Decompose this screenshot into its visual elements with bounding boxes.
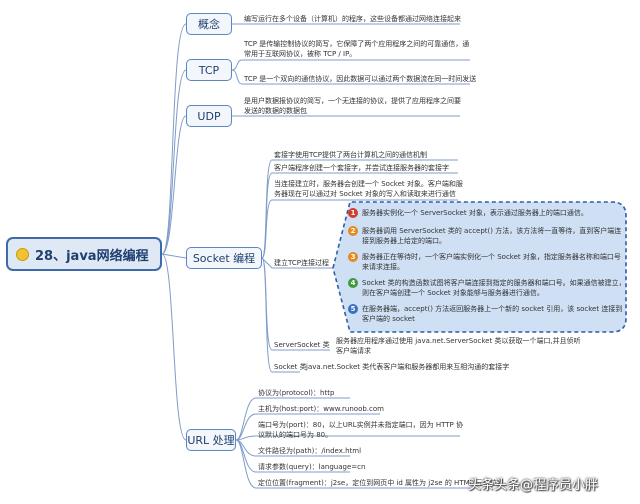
branch-url-label: URL 处理 xyxy=(187,434,235,447)
branch-socket[interactable]: Socket 编程 xyxy=(186,247,262,269)
tcp-process-label: 建立TCP连接过程 xyxy=(274,259,329,267)
url-item-2: 主机为(host:port)：www.runoob.com xyxy=(258,405,384,413)
url-item-4: 文件路径为(path)：/index.html xyxy=(258,447,362,455)
branch-concept[interactable]: 概念 xyxy=(186,13,232,35)
step-4-text: Socket 类的构造函数试图将客户端连接到指定的服务器和端口号。如果通信被建立… xyxy=(362,279,626,297)
branch-tcp[interactable]: TCP xyxy=(186,59,232,81)
tcp-item-1: TCP 是传输控制协议的简写，它保障了两个应用程序之间的可靠通信，通常用于互联网… xyxy=(244,40,470,58)
steps-callout xyxy=(332,201,627,333)
url-item-5: 请求参数(query)：language=cn xyxy=(258,463,366,471)
concept-text: 编写运行在多个设备（计算机）的程序，这些设备都通过网络连接起来 xyxy=(244,15,461,23)
udp-text: 是用户数据报协议的简写，一个无连接的协议，提供了应用程序之间要发送的数据的数据包 xyxy=(244,97,461,115)
url-item-3: 端口号为(port)：80，以上URL实例并未指定端口，因为 HTTP 协议默认… xyxy=(258,421,463,439)
tcp-item-2: TCP 是一个双向的通信协议，因此数据可以通过两个数据流在同一时间发送 xyxy=(244,75,477,83)
branch-tcp-label: TCP xyxy=(198,63,220,77)
step-3-text: 服务器正在等待时，一个客户端实例化一个 Socket 对象，指定服务器名称和端口… xyxy=(362,253,621,271)
branch-concept-label: 概念 xyxy=(198,18,220,31)
step-4: 4 Socket 类的构造函数试图将客户端连接到指定的服务器和端口号。如果通信被… xyxy=(348,278,627,298)
socket-class-label: Socket 类 xyxy=(274,363,307,371)
socket-item-1: 套接字使用TCP提供了两台计算机之间的通信机制 xyxy=(274,151,427,159)
branch-url[interactable]: URL 处理 xyxy=(186,429,236,451)
server-socket-text: 服务器应用程序通过使用 java.net.ServerSocket 类以获取一个… xyxy=(336,337,581,355)
url-item-1: 协议为(protocol)：http xyxy=(258,389,335,397)
bulb-icon xyxy=(16,247,29,261)
watermark: 头条头条@程序员小胖 xyxy=(468,478,599,493)
step-1-badge: 1 xyxy=(348,208,358,218)
step-2-badge: 2 xyxy=(348,226,358,236)
socket-class-text: java.net.Socket 类代表客户端和服务器都用来互相沟通的套接字 xyxy=(306,363,510,371)
step-5-text: 在服务器端，accept() 方法返回服务器上一个新的 socket 引用，该 … xyxy=(362,305,623,323)
branch-udp-label: UDP xyxy=(197,109,221,123)
server-socket-label: ServerSocket 类 xyxy=(274,341,330,349)
socket-item-2: 客户端程序创建一个套接字，并尝试连接服务器的套接字 xyxy=(274,164,449,172)
root-node[interactable]: 28、java网络编程 xyxy=(6,237,162,271)
step-2-text: 服务器调用 ServerSocket 类的 accept() 方法，该方法将一直… xyxy=(362,227,622,245)
socket-item-3: 当连接建立时，服务器会创建一个 Socket 对象。客户端和服务器现在可以通过对… xyxy=(274,180,463,198)
step-5-badge: 5 xyxy=(348,304,358,314)
root-title: 28、java网络编程 xyxy=(35,248,149,264)
step-5: 5 在服务器端，accept() 方法返回服务器上一个新的 socket 引用，… xyxy=(348,304,627,324)
step-3-badge: 3 xyxy=(348,252,358,262)
step-1-text: 服务器实例化一个 ServerSocket 对象，表示通过服务器上的端口通信。 xyxy=(362,209,588,217)
step-2: 2 服务器调用 ServerSocket 类的 accept() 方法，该方法将… xyxy=(348,226,627,246)
branch-socket-label: Socket 编程 xyxy=(192,252,256,265)
step-1: 1 服务器实例化一个 ServerSocket 对象，表示通过服务器上的端口通信… xyxy=(348,208,627,218)
step-4-badge: 4 xyxy=(348,278,358,288)
url-item-6: 定位位置(fragment)：j2se，定位到网页中 id 属性为 j2se 的… xyxy=(258,479,511,487)
step-3: 3 服务器正在等待时，一个客户端实例化一个 Socket 对象，指定服务器名称和… xyxy=(348,252,627,272)
branch-udp[interactable]: UDP xyxy=(186,105,232,127)
